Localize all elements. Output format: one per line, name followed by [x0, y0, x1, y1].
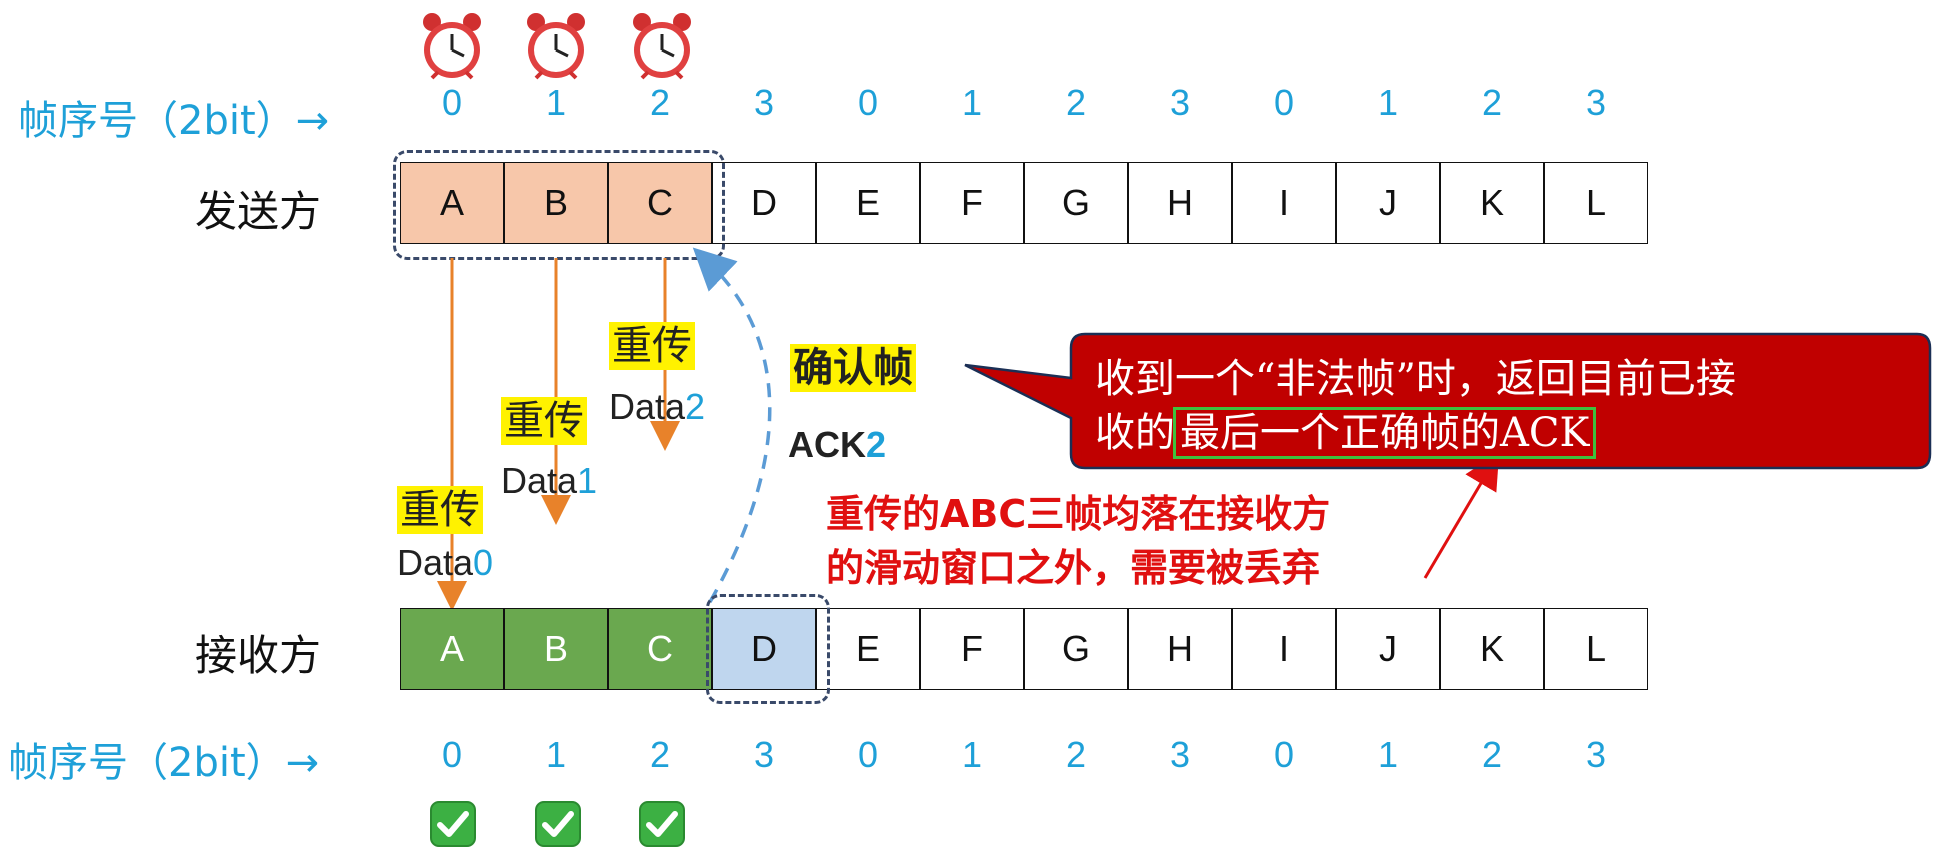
- check-mark-icon: [639, 801, 685, 847]
- receiver-frame: I: [1232, 608, 1336, 690]
- ack-number: 2: [866, 424, 887, 465]
- data-label-prefix: Data: [397, 542, 474, 583]
- sender-frame: C: [608, 162, 712, 244]
- alarm-clock-icon: [633, 13, 691, 80]
- data-label: Data2: [609, 386, 705, 428]
- receiver-frame: L: [1544, 608, 1648, 690]
- callout-highlight-box: 最后一个正确帧的ACK: [1173, 407, 1597, 459]
- callout-line-2: 收的最后一个正确帧的ACK: [1095, 406, 1597, 460]
- sender-frame: I: [1232, 162, 1336, 244]
- discard-note-line-2: 的滑动窗口之外，需要被丢弃: [826, 546, 1321, 590]
- receiver-frame: F: [920, 608, 1024, 690]
- bottom-seq-num: 0: [857, 734, 879, 775]
- ack-arrow: [692, 247, 772, 603]
- bottom-seq-num: 0: [441, 734, 463, 775]
- sender-frame: J: [1336, 162, 1440, 244]
- receiver-frame: C: [608, 608, 712, 690]
- sender-frame: K: [1440, 162, 1544, 244]
- data-label: Data0: [397, 542, 493, 584]
- check-mark-icon: [430, 801, 476, 847]
- top-seq-num: 2: [649, 82, 671, 123]
- sender-window: [393, 150, 725, 260]
- bottom-seq-num: 1: [961, 734, 983, 775]
- top-seq-num: 1: [545, 82, 567, 123]
- bottom-seq-num: 3: [753, 734, 775, 775]
- data-label-number: 1: [577, 460, 598, 501]
- receiver-label: 接收方: [195, 631, 322, 680]
- top-seq-num: 1: [961, 82, 983, 123]
- receiver-frame: A: [400, 608, 504, 690]
- alarm-clock-icon: [423, 13, 481, 80]
- top-seq-num: 3: [753, 82, 775, 123]
- retransmit-tag: 重传: [501, 397, 587, 445]
- sender-frame: G: [1024, 162, 1128, 244]
- bottom-seq-num: 1: [545, 734, 567, 775]
- top-seq-num: 3: [1169, 82, 1191, 123]
- retransmit-tag: 重传: [397, 486, 483, 534]
- top-seq-num: 2: [1481, 82, 1503, 123]
- callout-bubble: [964, 332, 1932, 470]
- bottom-seq-num: 3: [1585, 734, 1607, 775]
- sender-frame: H: [1128, 162, 1232, 244]
- check-mark-icon: [535, 801, 581, 847]
- receiver-frame: H: [1128, 608, 1232, 690]
- bottom-seq-num: 0: [1273, 734, 1295, 775]
- bottom-seq-num: 1: [1377, 734, 1399, 775]
- sender-frame: D: [712, 162, 816, 244]
- callout-line-1: 收到一个“非法帧”时，返回目前已接: [1095, 356, 1736, 402]
- ack-title: 确认帧: [790, 344, 916, 392]
- data-label-prefix: Data: [501, 460, 578, 501]
- bottom-seq-num: 2: [649, 734, 671, 775]
- receiver-frame: G: [1024, 608, 1128, 690]
- bottom-seq-num: 3: [1169, 734, 1191, 775]
- sender-frame: B: [504, 162, 608, 244]
- top-seq-num: 0: [857, 82, 879, 123]
- top-seq-num: 1: [1377, 82, 1399, 123]
- sender-frame: F: [920, 162, 1024, 244]
- data-label: Data1: [501, 460, 597, 502]
- note-pointer-arrow: [1423, 452, 1500, 579]
- receiver-frame: D: [712, 608, 816, 690]
- data-label-prefix: Data: [609, 386, 686, 427]
- sender-frame: L: [1544, 162, 1648, 244]
- ack-prefix: ACK: [788, 424, 866, 465]
- top-seq-num: 3: [1585, 82, 1607, 123]
- top-seq-num: 2: [1065, 82, 1087, 123]
- top-seq-num: 0: [1273, 82, 1295, 123]
- data-label-number: 2: [685, 386, 706, 427]
- top-seq-num: 0: [441, 82, 463, 123]
- discard-note-line-1: 重传的ABC三帧均落在接收方: [826, 492, 1331, 536]
- sender-frame: E: [816, 162, 920, 244]
- retransmit-tag: 重传: [609, 322, 695, 370]
- receiver-frame: K: [1440, 608, 1544, 690]
- sender-label: 发送方: [195, 187, 322, 236]
- receiver-window: [706, 594, 830, 704]
- top-seq-label: 帧序号（2bit）→: [18, 98, 330, 144]
- receiver-frame: E: [816, 608, 920, 690]
- bottom-seq-num: 2: [1481, 734, 1503, 775]
- bottom-seq-label: 帧序号（2bit）→: [8, 740, 320, 786]
- callout-line-2-plain: 收的: [1095, 410, 1175, 456]
- alarm-clock-icon: [527, 13, 585, 80]
- data-label-number: 0: [473, 542, 494, 583]
- bottom-seq-num: 2: [1065, 734, 1087, 775]
- receiver-frame: J: [1336, 608, 1440, 690]
- ack-label: ACK2: [788, 424, 886, 466]
- sender-frame: A: [400, 162, 504, 244]
- receiver-frame: B: [504, 608, 608, 690]
